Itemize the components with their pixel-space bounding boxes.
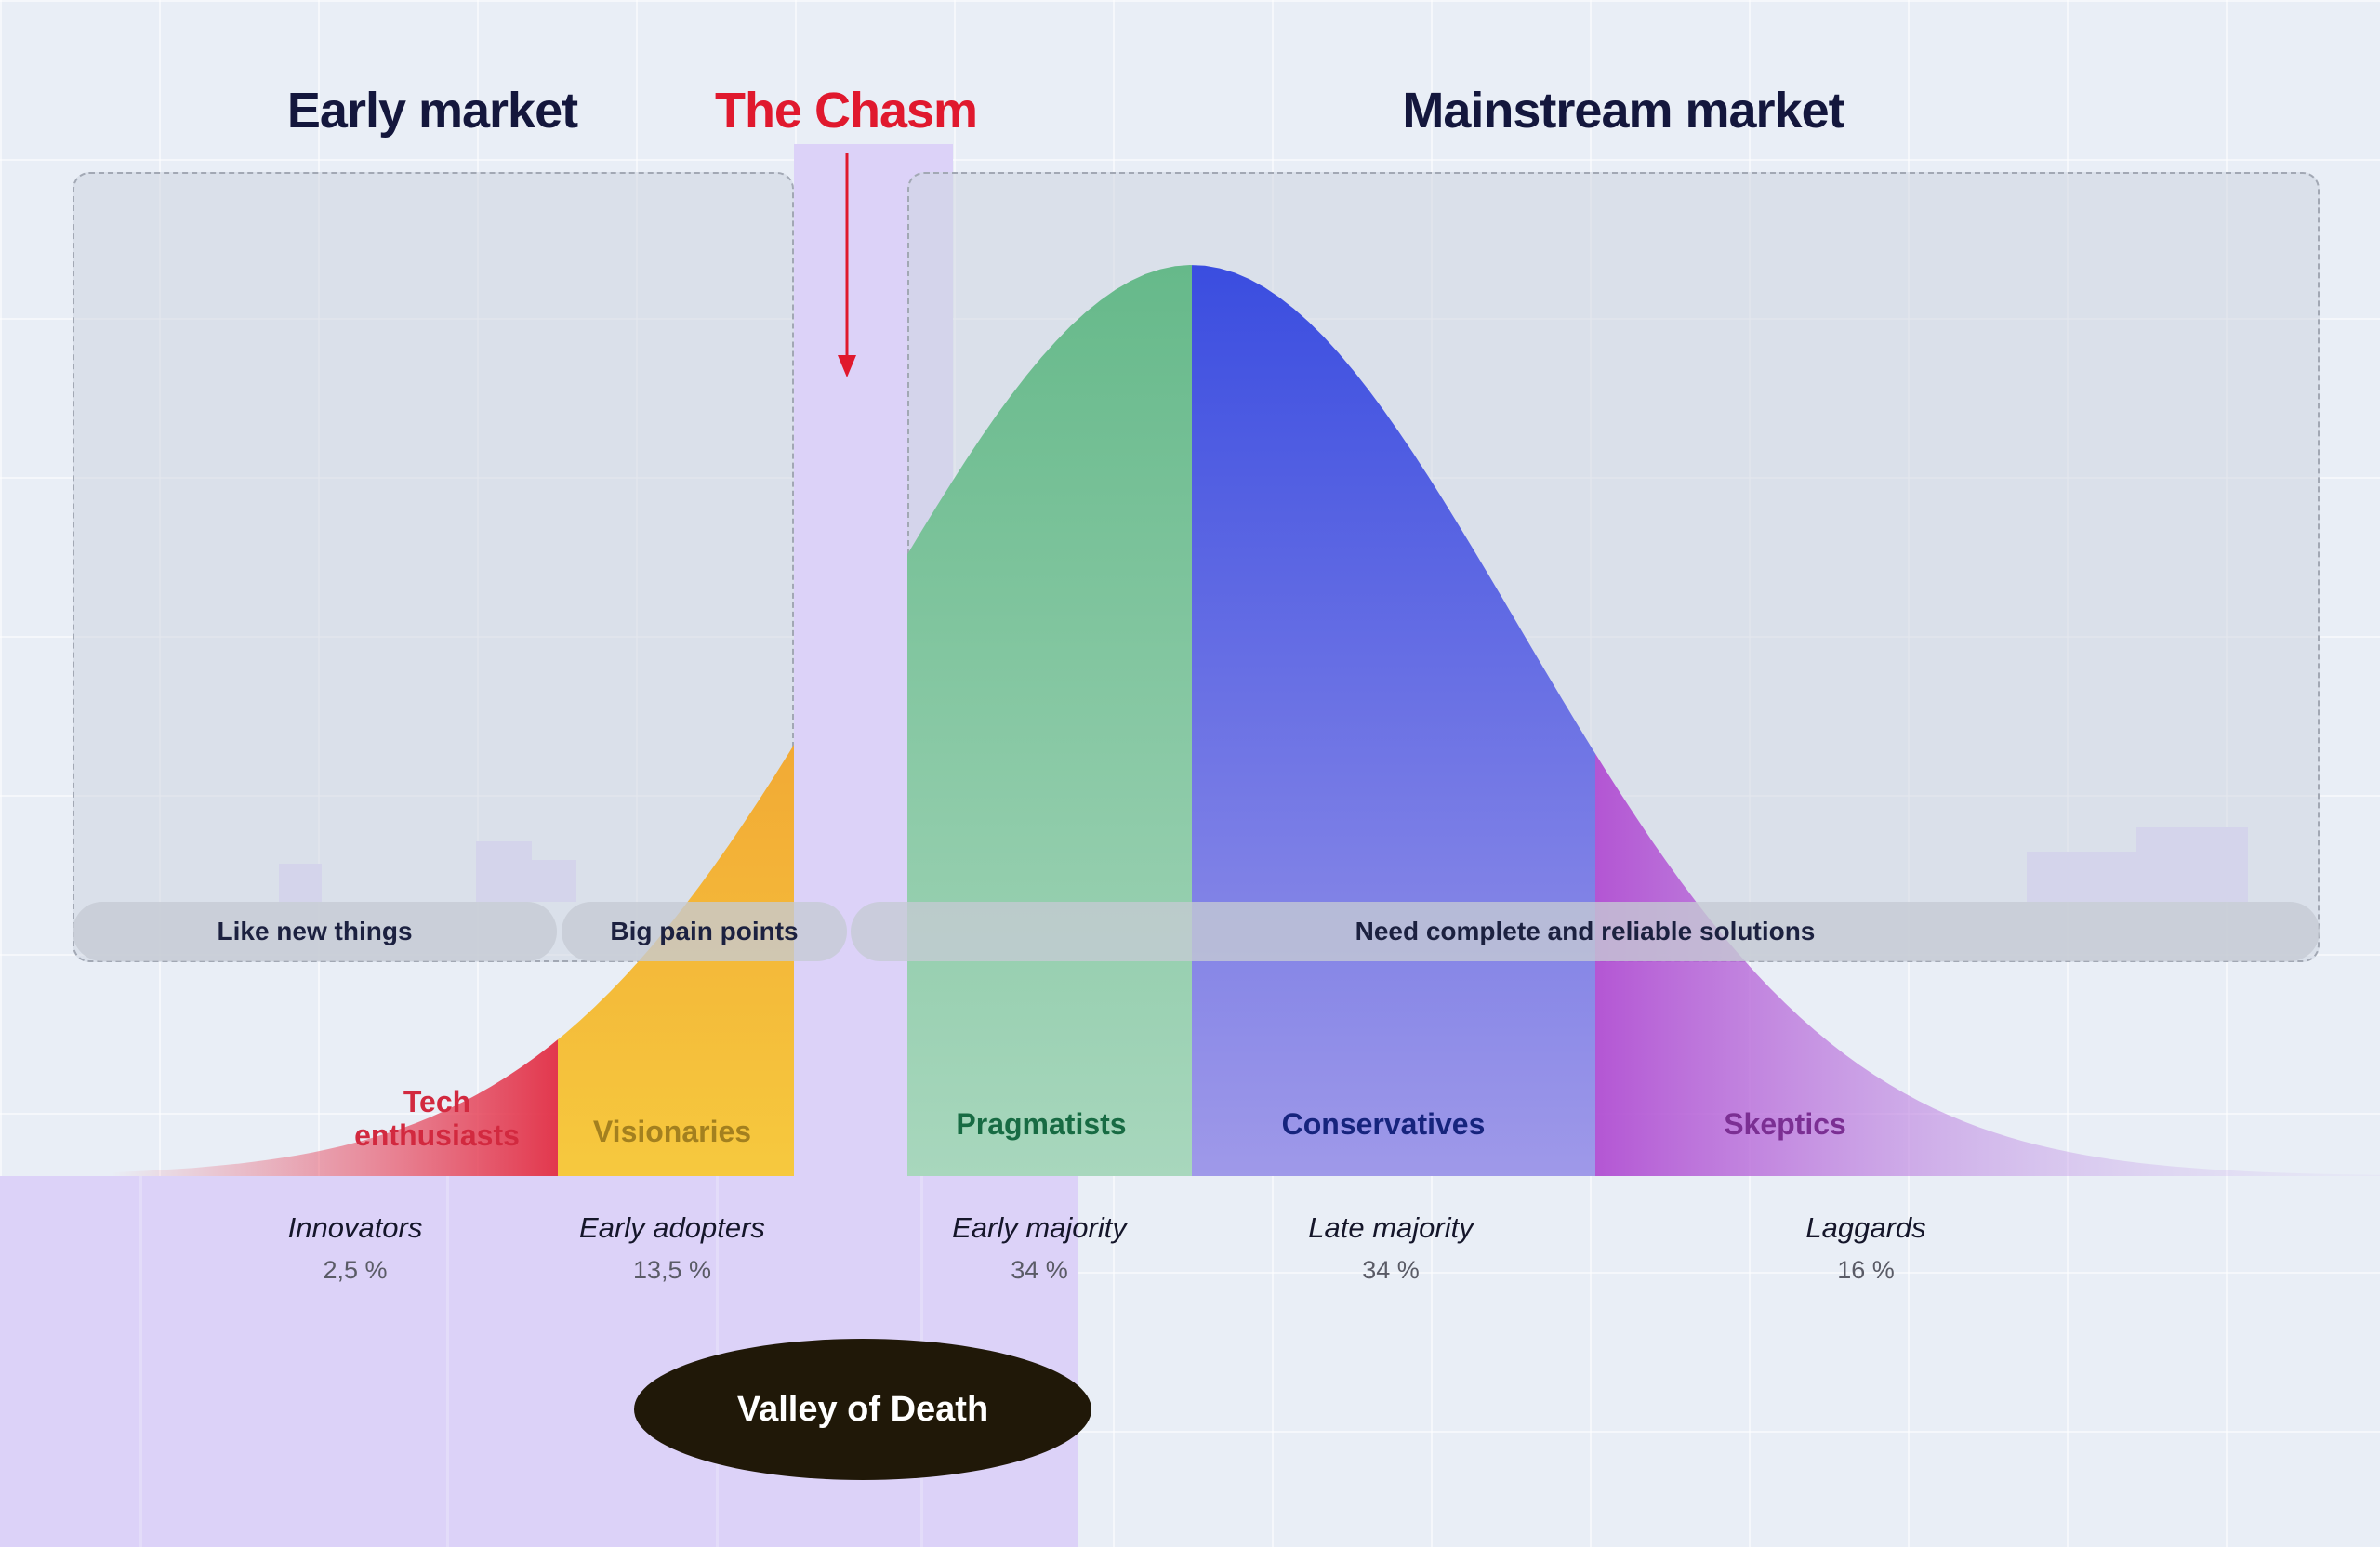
- title-early-market: Early market: [286, 83, 578, 139]
- segment-name: Laggards: [1805, 1211, 1926, 1244]
- segment-laggards-label: Laggards 16 %: [1805, 1211, 1925, 1285]
- segment-share: 13,5 %: [632, 1256, 712, 1284]
- pill-label: Need complete and reliable solutions: [1355, 917, 1816, 945]
- segment-name: Late majority: [1308, 1211, 1474, 1244]
- persona-skeptics-label: Skeptics: [1724, 1107, 1846, 1141]
- segment-early-majority-label: Early majority 34 %: [952, 1211, 1127, 1285]
- segment-innovators-label: Innovators 2,5 %: [288, 1211, 423, 1285]
- pill-like-new-things: Like new things: [73, 902, 557, 961]
- pill-label: Like new things: [217, 917, 413, 945]
- band-seam: [139, 1176, 142, 1547]
- segment-share: 34 %: [1362, 1256, 1420, 1284]
- segment-share: 16 %: [1837, 1256, 1895, 1284]
- pill-need-solutions: Need complete and reliable solutions: [851, 902, 2320, 961]
- title-mainstream-market: Mainstream market: [1402, 83, 1844, 139]
- valley-of-death-label: Valley of Death: [736, 1389, 989, 1429]
- persona-pragmatists-label: Pragmatists: [956, 1107, 1127, 1141]
- segment-laggards-area: [1595, 753, 2380, 1176]
- pill-label: Big pain points: [610, 917, 799, 945]
- segment-share: 34 %: [1011, 1256, 1068, 1284]
- segment-name: Early adopters: [579, 1211, 765, 1244]
- band-seam: [446, 1176, 449, 1547]
- segment-early-adopters-label: Early adopters 13,5 %: [579, 1211, 765, 1285]
- segment-share: 2,5 %: [323, 1256, 388, 1284]
- valley-of-death-badge: Valley of Death: [634, 1339, 1091, 1480]
- segment-innovators-area: [0, 1039, 558, 1176]
- pill-big-pain-points: Big pain points: [562, 902, 847, 961]
- segment-name: Innovators: [287, 1211, 423, 1244]
- title-the-chasm: The Chasm: [714, 83, 978, 139]
- persona-conservatives-label: Conservatives: [1281, 1107, 1486, 1141]
- persona-visionaries-label: Visionaries: [592, 1115, 752, 1148]
- persona-tech-enthusiasts-label: Tech enthusiasts: [354, 1085, 520, 1152]
- segment-late-majority-label: Late majority 34 %: [1308, 1211, 1473, 1285]
- early-market-box: [73, 172, 794, 962]
- segment-early-majority-area: [907, 265, 1192, 1176]
- segment-name: Early majority: [952, 1211, 1127, 1244]
